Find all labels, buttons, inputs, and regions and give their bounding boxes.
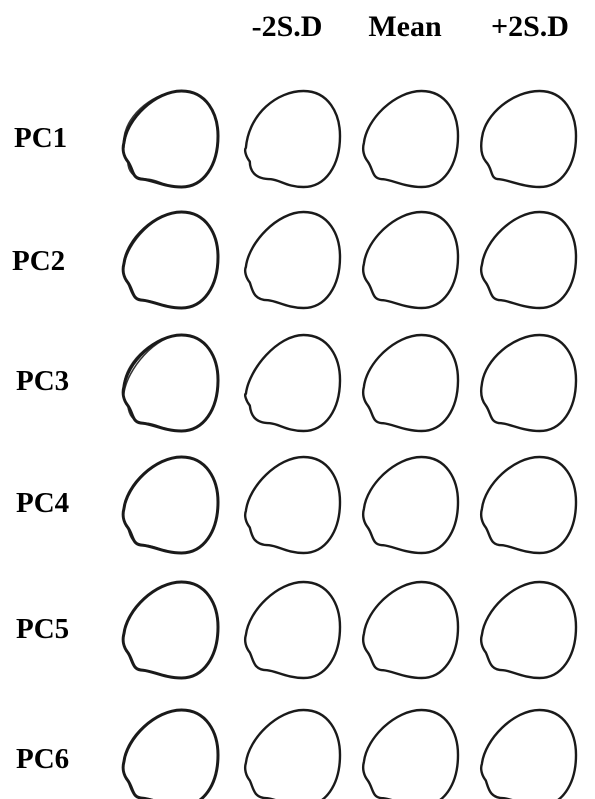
pc4-plus-2sd-outline [479,455,578,555]
row-label-pc3: PC3 [16,365,69,397]
pc2-plus-2sd-outline [479,210,578,310]
pc4-mean-outline [361,455,460,555]
pc5-overlay-plus-outline [122,581,219,679]
pc4-overlay-minus-outline [122,456,219,554]
outline-grid [121,89,578,799]
row-label-pc2: PC2 [12,245,65,277]
pc4-minus-2sd-outline [243,455,342,555]
pc2-overlay-mean-outline [121,210,220,310]
pc2-minus-2sd-outline [243,210,342,310]
pc5-plus-2sd-outline [479,580,578,680]
column-header-minus-2sd: -2S.D [252,10,323,43]
pc6-mean-outline [361,708,460,799]
column-header-plus-2sd: +2S.D [491,10,569,43]
row-label-pc4: PC4 [16,487,69,519]
pc1-mean-outline [361,89,460,189]
row-label-pc6: PC6 [16,743,69,775]
pc4-overlay-mean-outline [121,455,220,555]
pc5-overlay-mean-outline [121,580,220,680]
column-header-mean: Mean [368,10,442,43]
pc3-overlay-plus-outline [122,334,219,432]
pc1-minus-2sd-outline [243,89,342,189]
pc1-overlay-minus-outline [122,90,219,188]
pc6-overlay-mean-outline [121,708,220,799]
row-label-pc1: PC1 [14,122,67,154]
pc2-overlay-plus-outline [122,211,219,309]
pc5-minus-2sd-outline [243,580,342,680]
pc6-plus-2sd-outline [479,708,578,799]
pc1-overlay-mean-outline [121,89,220,189]
pc2-overlay-minus-outline [122,211,219,309]
pc3-mean-outline [361,333,460,433]
pc6-overlay-plus-outline [122,709,219,799]
pc1-overlay-plus-outline [122,90,219,188]
pc6-minus-2sd-outline [243,708,342,799]
pc5-mean-outline [361,580,460,680]
pc3-minus-2sd-outline [243,333,342,433]
pc6-overlay-minus-outline [122,709,219,799]
pc1-plus-2sd-outline [479,89,578,189]
pc5-overlay-minus-outline [122,581,219,679]
row-label-pc5: PC5 [16,613,69,645]
pc3-plus-2sd-outline [479,333,578,433]
pc3-overlay-minus-outline [122,334,219,432]
pc2-mean-outline [361,210,460,310]
pc4-overlay-plus-outline [122,456,219,554]
pc3-overlay-mean-outline [121,333,220,433]
